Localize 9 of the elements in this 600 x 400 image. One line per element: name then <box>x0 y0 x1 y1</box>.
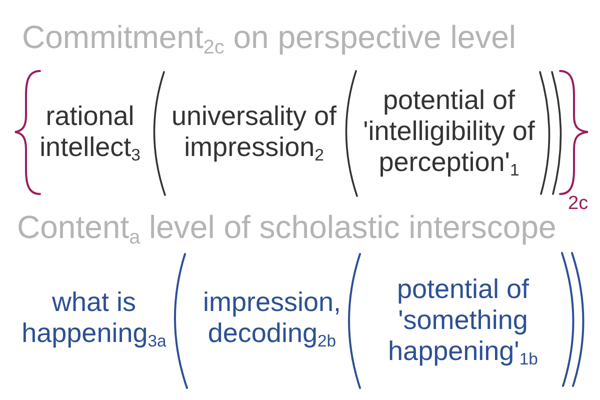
level-heading: Commitment$_{2c}$ on perspective level <box>22 21 516 53</box>
concept-text: rational intellect$_{3}$ <box>38 101 142 163</box>
concept-text: potential of 'something happening'$_{1b}$ <box>387 274 539 367</box>
concept-text: universality of impression$_{2}$ <box>170 101 338 163</box>
concept-text: impression, decoding$_{2b}$ <box>202 287 342 349</box>
concept-text: what is happening$_{3a}$ <box>20 287 168 349</box>
level-heading: Content$_{a}$ level of scholastic interscope <box>17 211 556 243</box>
concept-text: potential of 'intelligibility of perception'$_{1}$ <box>362 85 536 178</box>
index-label: 2c <box>568 196 588 211</box>
